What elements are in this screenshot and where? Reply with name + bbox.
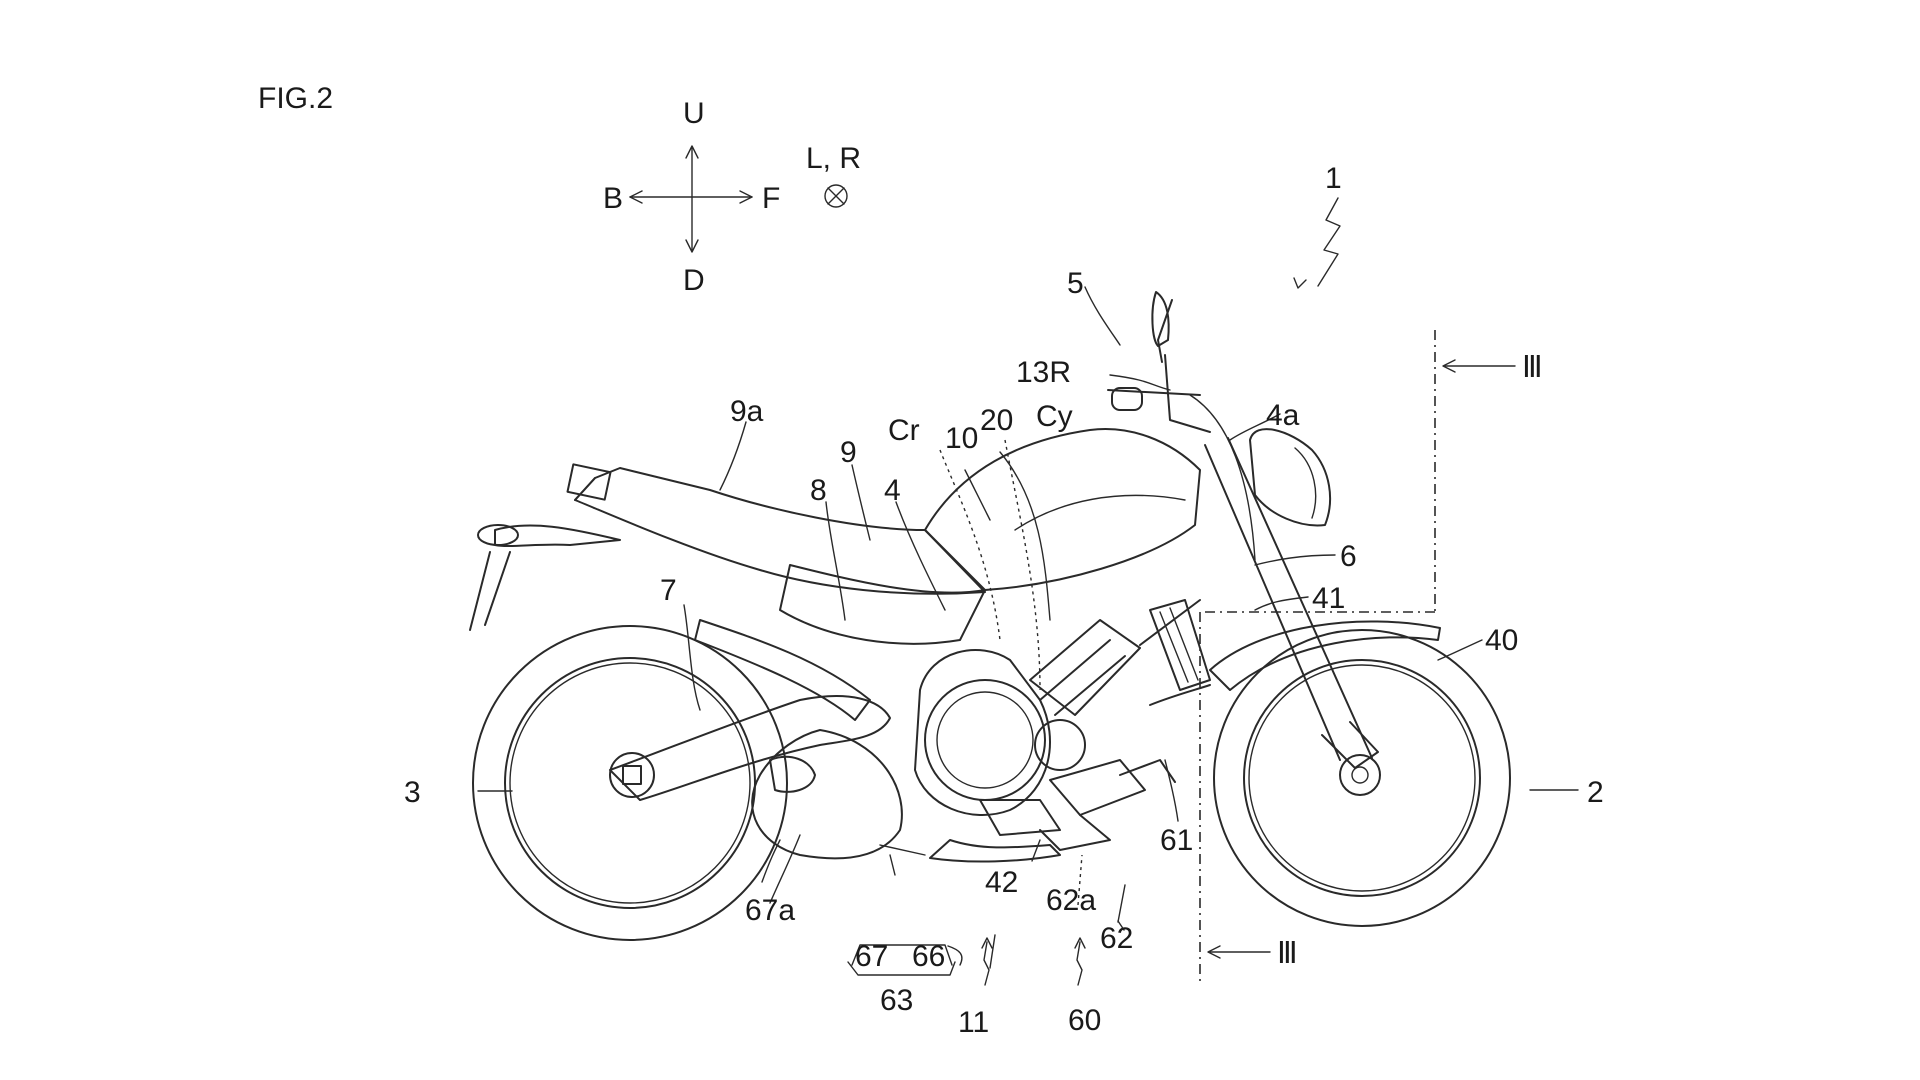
front-fork <box>1205 438 1378 768</box>
direction-front-label: F <box>762 182 780 215</box>
label-silencer-assy: 63 <box>880 984 913 1017</box>
section-label-top: Ⅲ <box>1522 351 1543 384</box>
label-radiator: 40 <box>1485 624 1518 657</box>
label-front-wheel: 2 <box>1587 776 1604 809</box>
label-catalyst-unit: 60 <box>1068 1004 1101 1037</box>
label-oil-pan: 42 <box>985 866 1018 899</box>
handlebar <box>1108 292 1255 560</box>
label-exhaust-pipe: 61 <box>1160 824 1193 857</box>
label-seat-rail: 8 <box>810 474 827 507</box>
radiator <box>1150 600 1210 690</box>
rear-wheel <box>473 626 787 940</box>
exhaust-system <box>930 760 1175 862</box>
headlight <box>1250 429 1330 525</box>
muffler <box>752 730 925 858</box>
label-upstream-pipe: 66 <box>912 940 945 973</box>
seat <box>568 464 985 593</box>
label-engine-unit: 11 <box>958 1006 989 1039</box>
label-front-fork: 6 <box>1340 540 1357 573</box>
label-catalyst: 62 <box>1100 922 1133 955</box>
label-swing-arm: 7 <box>660 574 677 607</box>
label-fuel-tank: 10 <box>945 422 978 455</box>
side-cover <box>780 565 985 644</box>
label-vehicle: 1 <box>1325 162 1342 195</box>
engine <box>915 600 1210 815</box>
label-frame-head: 4a <box>1266 399 1300 432</box>
section-label-bottom: Ⅲ <box>1277 937 1298 970</box>
front-wheel <box>1214 630 1510 926</box>
label-crankcase: Cr <box>888 414 920 447</box>
label-rear-wheel: 3 <box>404 776 421 809</box>
label-outlet: 67a <box>745 894 795 927</box>
direction-indicator: U D B F L, R <box>603 97 861 297</box>
label-engine-body: 20 <box>980 404 1013 437</box>
unit-pointer-arrows <box>982 938 1085 985</box>
direction-back-label: B <box>603 182 623 215</box>
label-right-grip: 13R <box>1016 356 1071 389</box>
label-muffler: 67 <box>855 940 888 973</box>
direction-up-label: U <box>683 97 705 130</box>
into-page-icon <box>825 185 847 207</box>
label-seat: 9 <box>840 436 857 469</box>
figure-title: FIG.2 <box>258 82 333 115</box>
label-catalyst-case: 62a <box>1046 884 1096 917</box>
label-seat-tail: 9a <box>730 395 764 428</box>
direction-down-label: D <box>683 264 705 297</box>
label-frame: 4 <box>884 474 901 507</box>
label-radiator-hose: 41 <box>1312 582 1345 615</box>
direction-lateral-label: L, R <box>806 142 861 175</box>
leader-lines <box>478 287 1578 975</box>
rear-fender-tail <box>470 525 620 630</box>
label-handlebar: 5 <box>1067 267 1084 300</box>
label-cylinder: Cy <box>1036 400 1073 433</box>
vehicle-pointer <box>1294 198 1340 288</box>
